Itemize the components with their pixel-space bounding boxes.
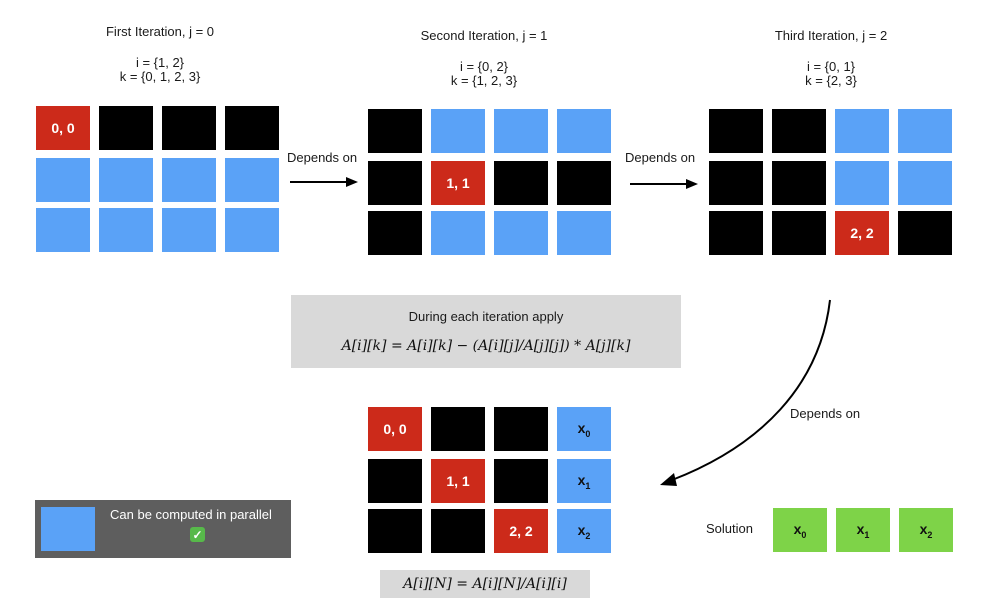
pivot-cell: 2, 2 — [835, 211, 889, 255]
legend-text: Can be computed in parallel — [110, 507, 272, 522]
pivot-cell: 2, 2 — [494, 509, 548, 553]
x-label: x — [577, 521, 586, 538]
parallel-cell — [99, 158, 153, 202]
solution-label: Solution — [706, 521, 753, 536]
parallel-cell — [431, 109, 485, 153]
depends-on-label-1: Depends on — [287, 150, 358, 165]
x-subscript: 0 — [585, 428, 591, 439]
parallel-cell — [225, 208, 279, 252]
dependent-cell — [772, 161, 826, 205]
iteration-3-title: Third Iteration, j = 2 — [774, 28, 888, 43]
parallel-cell — [36, 158, 90, 202]
dependent-cell — [557, 161, 611, 205]
pivot-cell: 0, 0 — [368, 407, 422, 451]
right-arrow-icon — [290, 177, 358, 187]
dependent-cell — [494, 459, 548, 503]
solution-cell: x1 — [836, 508, 890, 552]
x-cell: x1 — [557, 459, 611, 503]
parallel-cell — [99, 208, 153, 252]
dependent-cell — [431, 407, 485, 451]
x-subscript: 0 — [801, 529, 807, 540]
dependent-cell — [494, 161, 548, 205]
right-arrow-icon — [630, 179, 698, 189]
update-formula-heading: During each iteration apply — [408, 309, 564, 324]
curved-arrow-icon — [660, 299, 831, 486]
update-formula-equation: A[i][k] = A[i][k] − (A[i][j]/A[j][j]) * … — [341, 338, 631, 354]
legend-swatch — [41, 507, 95, 551]
parallel-cell — [494, 211, 548, 255]
parallel-cell — [557, 211, 611, 255]
depends-on-label-3: Depends on — [790, 406, 861, 421]
iteration-3-k-set: k = {2, 3} — [805, 73, 857, 88]
x-subscript: 2 — [927, 529, 933, 540]
back-substitution-equation: A[i][N] = A[i][N]/A[i][i] — [403, 576, 567, 592]
dependent-cell — [494, 407, 548, 451]
depends-on-label-2: Depends on — [625, 150, 696, 165]
x-cell: x2 — [557, 509, 611, 553]
iteration-1-title: First Iteration, j = 0 — [105, 24, 214, 39]
solution-cell: x2 — [899, 508, 953, 552]
x-label: x — [856, 520, 865, 537]
dependent-cell — [898, 211, 952, 255]
dependent-cell — [709, 109, 763, 153]
parallel-cell — [835, 109, 889, 153]
iteration-1-k-set: k = {0, 1, 2, 3} — [119, 69, 201, 84]
dependent-cell — [225, 106, 279, 150]
iteration-2-title: Second Iteration, j = 1 — [420, 28, 548, 43]
x-subscript: 1 — [864, 529, 870, 540]
pivot-cell: 1, 1 — [431, 459, 485, 503]
parallel-cell — [494, 109, 548, 153]
x-subscript: 2 — [585, 530, 591, 541]
dependent-cell — [368, 109, 422, 153]
parallel-cell — [225, 158, 279, 202]
parallel-cell — [162, 208, 216, 252]
check-icon: ✓ — [190, 527, 205, 542]
x-cell: x0 — [557, 407, 611, 451]
dependent-cell — [368, 459, 422, 503]
parallel-cell — [36, 208, 90, 252]
dependent-cell — [368, 509, 422, 553]
back-substitution-box: A[i][N] = A[i][N]/A[i][i] — [380, 570, 590, 598]
pivot-cell: 1, 1 — [431, 161, 485, 205]
dependent-cell — [368, 161, 422, 205]
dependent-cell — [99, 106, 153, 150]
x-label: x — [919, 520, 928, 537]
iteration-2-k-set: k = {1, 2, 3} — [450, 73, 518, 88]
iteration-2-i-set: i = {0, 2} — [459, 59, 509, 74]
dependent-cell — [709, 161, 763, 205]
update-formula-box: During each iteration apply A[i][k] = A[… — [291, 295, 681, 368]
x-subscript: 1 — [585, 480, 591, 491]
solution-cell: x0 — [773, 508, 827, 552]
parallel-cell — [162, 158, 216, 202]
dependent-cell — [772, 211, 826, 255]
dependent-cell — [431, 509, 485, 553]
parallel-cell — [835, 161, 889, 205]
dependent-cell — [162, 106, 216, 150]
dependent-cell — [772, 109, 826, 153]
pivot-cell: 0, 0 — [36, 106, 90, 150]
x-label: x — [793, 520, 802, 537]
parallel-cell — [898, 109, 952, 153]
iteration-1-i-set: i = {1, 2} — [135, 55, 185, 70]
x-label: x — [577, 419, 586, 436]
x-label: x — [577, 471, 586, 488]
legend: Can be computed in parallel ✓ — [35, 500, 291, 558]
parallel-cell — [898, 161, 952, 205]
dependent-cell — [368, 211, 422, 255]
dependent-cell — [709, 211, 763, 255]
parallel-cell — [557, 109, 611, 153]
iteration-3-i-set: i = {0, 1} — [806, 59, 856, 74]
parallel-cell — [431, 211, 485, 255]
